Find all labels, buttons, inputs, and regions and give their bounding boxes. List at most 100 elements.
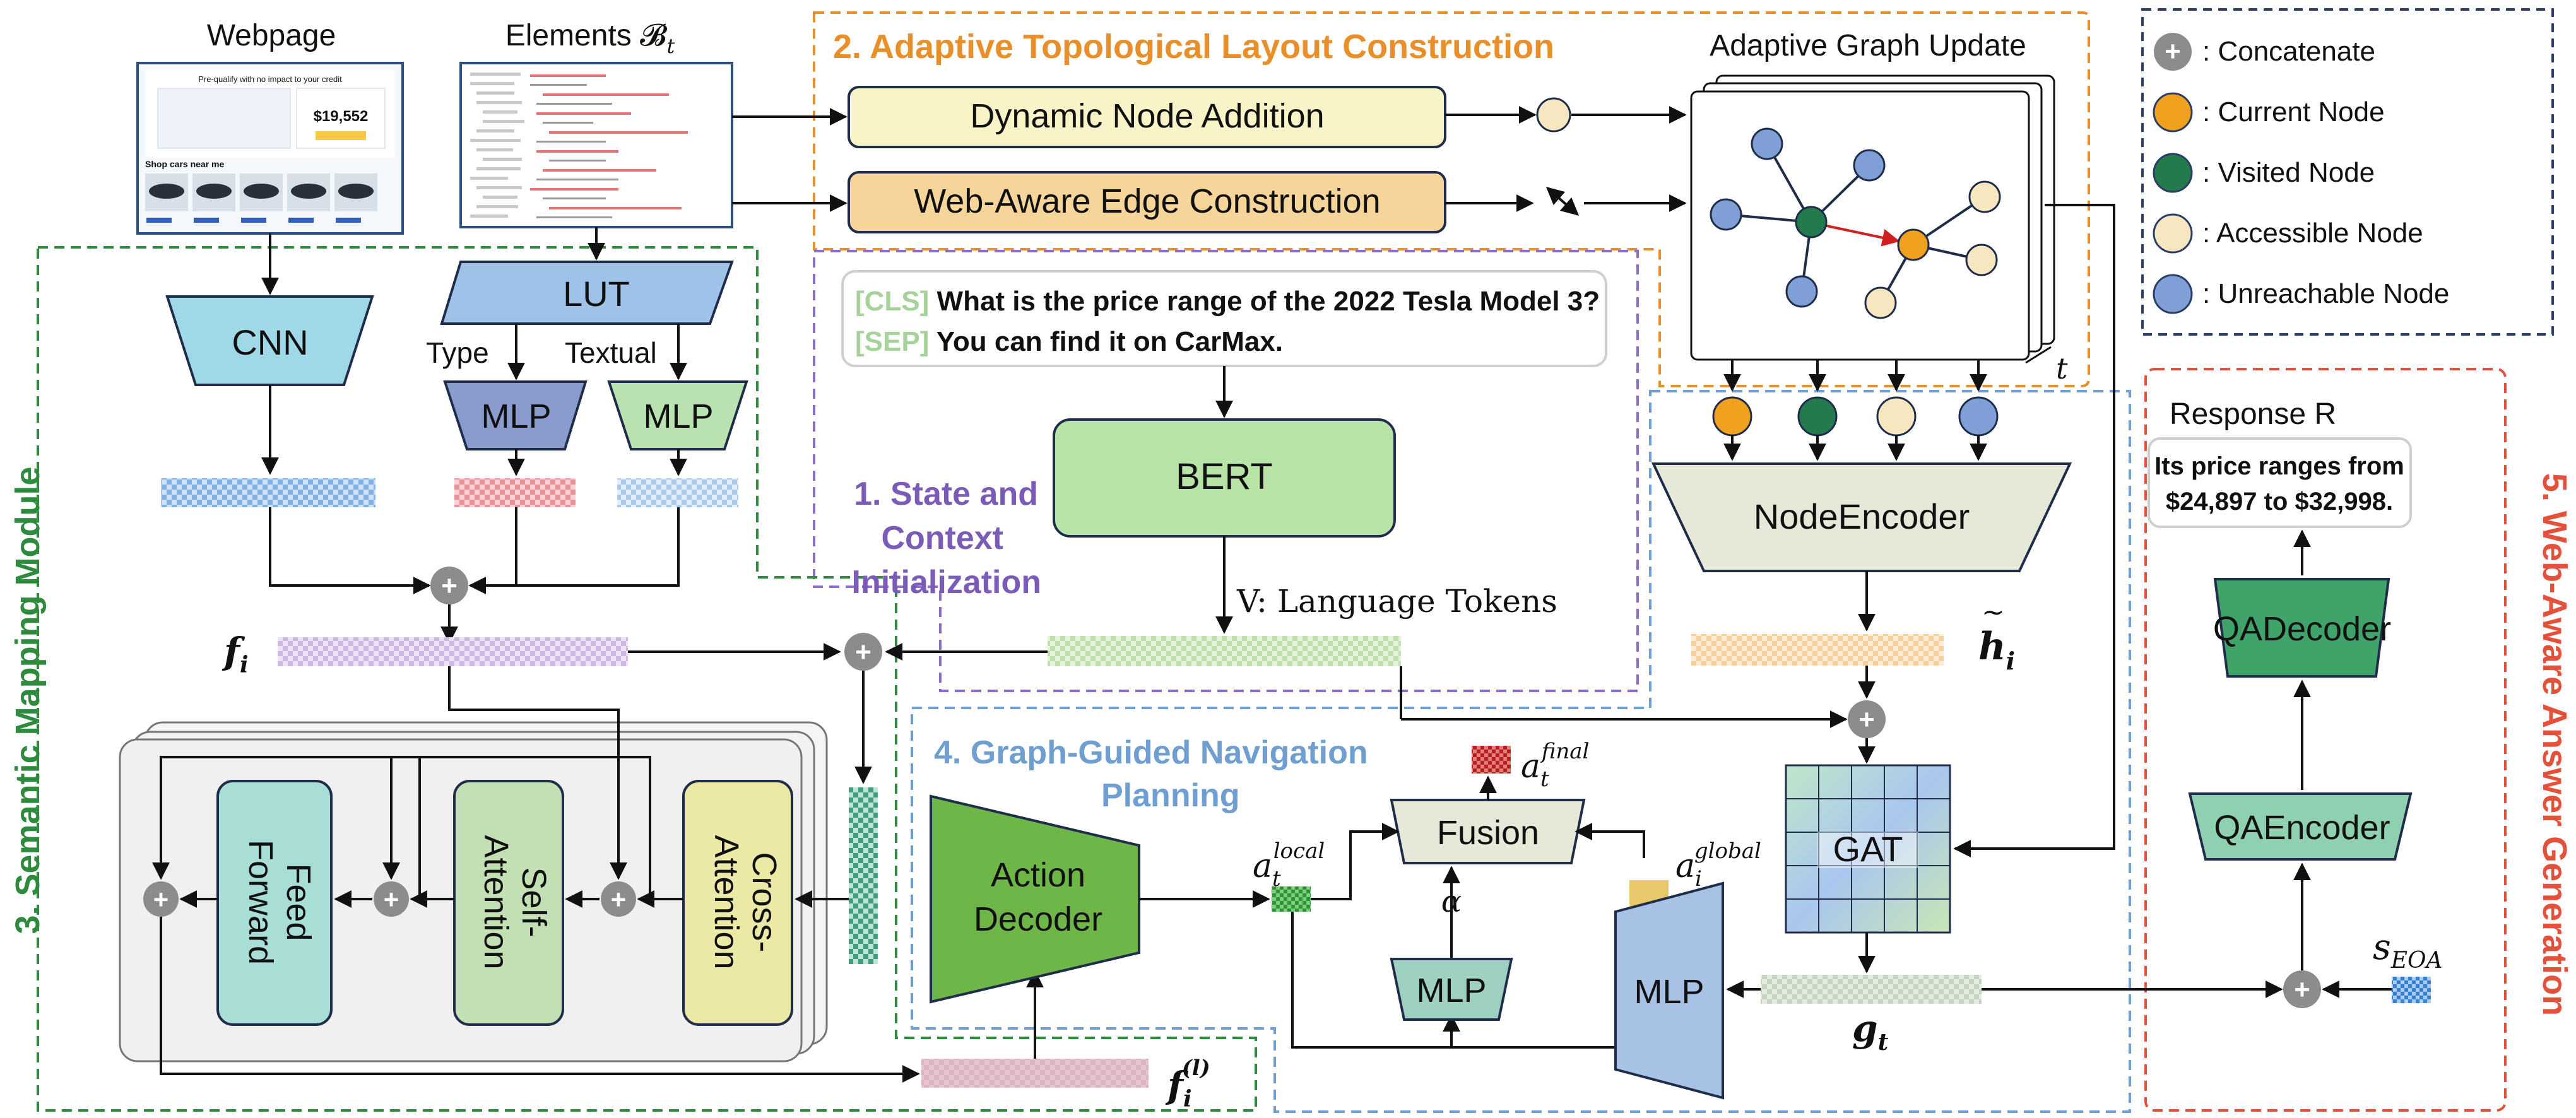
textual-feature-vector — [617, 478, 738, 507]
legend: + : Concatenate : Current Node : Visited… — [2153, 33, 2449, 314]
language-tokens-label: V: Language Tokens — [1236, 583, 1557, 620]
cross-attention-label: Cross- — [745, 852, 783, 953]
section1-title-line3: Initialization — [852, 564, 1041, 601]
cnn-feature-vector — [161, 478, 375, 507]
f-i-l-symbol: fi(l) — [1165, 1056, 1210, 1112]
self-attention-label: Self- — [515, 867, 553, 937]
h-tilde-vector — [1691, 634, 1944, 666]
alpha-symbol: α — [1441, 884, 1462, 919]
section3-title: 3. Semantic Mapping Module — [9, 466, 47, 934]
feed-forward-label: Feed — [280, 863, 317, 941]
graph-stack-t-label: t — [2056, 351, 2068, 385]
graph-node-accessible — [1965, 244, 1998, 276]
gat-block — [1785, 764, 1951, 934]
lut-block — [440, 261, 734, 325]
section4-boundary — [911, 390, 2131, 1113]
response-label: Response R — [2170, 397, 2336, 431]
webpage-thumbnail: Pre-qualify with no impact to your credi… — [136, 62, 404, 235]
a-local-token — [1272, 886, 1311, 912]
legend-unreachable-node: : Unreachable Node — [2153, 274, 2449, 314]
type-label: Type — [426, 336, 489, 369]
concat-plus: + — [855, 637, 871, 668]
encoder-input-current — [1712, 396, 1752, 437]
concat-plus: + — [2294, 974, 2310, 1005]
cross-attention-label-2: Attention — [707, 835, 745, 969]
svg-text:+: + — [2165, 36, 2181, 67]
transformer-residuals: + + + — [143, 881, 636, 917]
graph-node-unreachable — [1785, 275, 1818, 308]
graph-node-visited — [1795, 206, 1828, 238]
response-box — [2148, 437, 2412, 528]
self-attention-block: Self- Attention — [453, 780, 564, 1026]
mlp-alpha-block — [1390, 958, 1513, 1021]
legend-concatenate: + : Concatenate — [2154, 33, 2375, 71]
g-t-symbol: gt — [1852, 1007, 1889, 1056]
prompt-cls-line: [CLS] What is the price range of the 202… — [855, 286, 1600, 317]
new-node-circle — [1536, 97, 1571, 132]
elements-label: Elements 𝓑t — [505, 19, 675, 58]
f-i-l-vector — [921, 1059, 1149, 1088]
legend-visited-node: : Visited Node — [2153, 153, 2375, 193]
bert-label: BERT — [1176, 456, 1273, 497]
cross-attention-block: Cross- Attention — [682, 780, 793, 1026]
fusion-block — [1390, 799, 1586, 864]
s-eoa-token — [2392, 977, 2431, 1003]
legend-accessible-node: : Accessible Node — [2153, 213, 2423, 254]
concat-graph-features — [1848, 700, 1886, 738]
concat-plus: + — [1858, 704, 1875, 735]
cnn-label: CNN — [232, 322, 308, 362]
a-local-symbol: atlocal — [1253, 839, 1325, 891]
mlp-type-block — [443, 380, 588, 450]
feed-forward-block: Feed Forward — [216, 780, 333, 1026]
g-t-vector — [1761, 975, 1982, 1004]
qa-decoder-block — [2213, 578, 2390, 678]
qa-encoder-label: QAEncoder — [2214, 809, 2390, 847]
legend-visited-label: : Visited Node — [2202, 157, 2375, 188]
action-decoder-label-1: Action — [991, 856, 1085, 894]
type-feature-vector — [454, 478, 576, 507]
svg-text:+: + — [384, 885, 399, 914]
section3-boundary — [37, 246, 1257, 1112]
concat-answer-features — [2283, 970, 2321, 1008]
section5-title: 5. Web-Aware Answer Generation — [2536, 473, 2573, 1016]
adaptive-graph-label: Adaptive Graph Update — [1710, 29, 2026, 62]
mlp-type-label: MLP — [481, 397, 551, 435]
section1-boundary — [813, 250, 1639, 692]
graph-stack-time-arrow — [2025, 346, 2052, 364]
graph-node-accessible — [1968, 180, 2001, 213]
s-eoa-symbol: sEOA — [2373, 927, 2443, 974]
action-decoder-block — [930, 794, 1140, 1004]
section2-title: 2. Adaptive Topological Layout Construct… — [833, 28, 1554, 66]
graph-red-edge — [1823, 224, 1900, 247]
graph-node-unreachable — [1710, 198, 1742, 231]
a-global-symbol: aiglobal — [1675, 839, 1761, 891]
webpage-shop-text: Shop cars near me — [145, 159, 224, 169]
node-encoder-block — [1651, 462, 2072, 572]
a-final-token — [1472, 746, 1511, 774]
dynamic-node-addition-label: Dynamic Node Addition — [970, 97, 1324, 135]
arrow-graph-to-gat — [1953, 204, 2115, 857]
section1-title-line1: 1. State and — [854, 476, 1038, 512]
a-final-symbol: atfinal — [1521, 739, 1589, 792]
section5-boundary — [2144, 368, 2507, 1112]
webpage-price-text: $19,552 — [314, 108, 369, 125]
section1-title-line2: Context — [881, 520, 1003, 556]
encoder-input-visited — [1797, 396, 1838, 437]
svg-text:+: + — [611, 885, 627, 914]
legend-accessible-label: : Accessible Node — [2202, 218, 2423, 249]
textual-label: Textual — [565, 336, 657, 369]
prompt-sep-line: [SEP] You can find it on CarMax. — [855, 326, 1283, 357]
cross-attention-key-vector — [849, 787, 878, 964]
legend-current-node: : Current Node — [2153, 92, 2385, 132]
h-tilde-accent: ~ — [1982, 596, 2005, 628]
legend-unreachable-label: : Unreachable Node — [2202, 278, 2449, 309]
mlp-global-label: MLP — [1634, 973, 1704, 1011]
h-tilde-symbol: hi — [1978, 625, 2015, 675]
section4-title-line1: 4. Graph-Guided Navigation — [934, 734, 1368, 771]
legend-boundary — [2141, 8, 2554, 336]
f-i-vector — [278, 637, 628, 666]
cnn-block — [165, 295, 374, 386]
graph-node-accessible — [1864, 286, 1897, 319]
legend-current-label: : Current Node — [2202, 97, 2385, 127]
